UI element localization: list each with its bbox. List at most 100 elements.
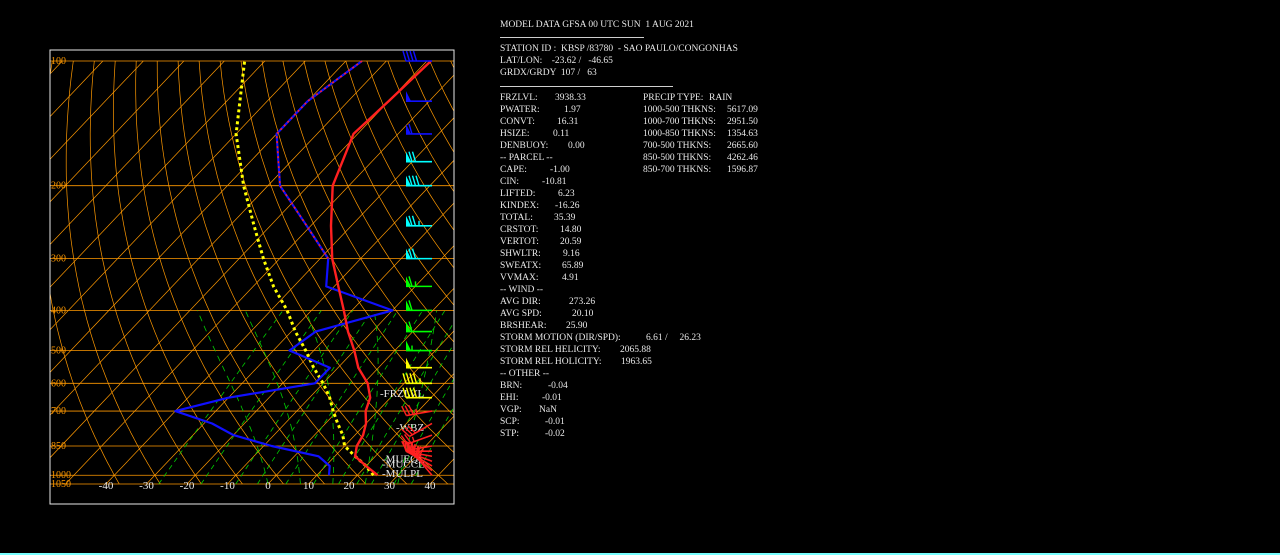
pressure-tick-label: 200 bbox=[51, 181, 66, 192]
index-row: PWATER:1.97 bbox=[500, 104, 900, 116]
isotherm-line bbox=[50, 60, 225, 246]
temperature-tick-label: 20 bbox=[344, 480, 356, 492]
wind-barb-flag bbox=[406, 300, 411, 311]
dry-adiabat bbox=[345, 60, 454, 269]
temperature-tick-label: 0 bbox=[265, 480, 271, 492]
temperature-tick-label: -10 bbox=[220, 480, 235, 492]
dry-adiabat bbox=[135, 60, 284, 485]
lat-lon: LAT/LON: -23.62 / -46.65 bbox=[500, 56, 613, 66]
wind-barb bbox=[402, 387, 432, 399]
thickness-value: 1596.87 bbox=[727, 165, 758, 175]
index-label: SWEATX: bbox=[500, 261, 542, 271]
isotherm-line bbox=[50, 60, 266, 288]
wind-barb-half bbox=[411, 436, 415, 442]
isotherm-line bbox=[0, 61, 22, 484]
mixing-ratio-line bbox=[285, 310, 399, 485]
index-label: EHI: bbox=[500, 393, 519, 403]
dry-adiabat bbox=[240, 60, 454, 453]
index-row: LIFTED:6.23 bbox=[500, 188, 900, 200]
model-title: MODEL DATA GFSA 00 UTC SUN 1 AUG 2021 bbox=[500, 20, 694, 30]
index-row: TOTAL:35.39 bbox=[500, 212, 900, 224]
wind-barb-feather bbox=[408, 276, 413, 287]
thickness-label: PRECIP TYPE: bbox=[643, 93, 704, 103]
index-label: STORM REL HOLICITY: bbox=[500, 357, 602, 367]
thickness-label: 1000-700 THKNS: bbox=[643, 117, 716, 127]
wind-barb bbox=[406, 248, 432, 260]
index-row: VGP:NaN bbox=[500, 404, 900, 416]
moist-adiabat bbox=[305, 310, 335, 485]
level-label: -MULPL bbox=[382, 468, 423, 480]
index-label: -- OTHER -- bbox=[500, 369, 550, 379]
thickness-row: 700-500 THKNS:2665.60 bbox=[643, 140, 1043, 152]
station-id: STATION ID : KBSP /83780 - SAO PAULO/CON… bbox=[500, 44, 738, 54]
grid-size: GRDX/GRDY 107 / 63 bbox=[500, 68, 597, 78]
wind-barb-flag bbox=[406, 248, 411, 259]
index-label: KINDEX: bbox=[500, 201, 540, 211]
wind-barb bbox=[406, 357, 432, 369]
index-value: 2065.88 bbox=[620, 345, 651, 355]
dry-adiabat bbox=[303, 60, 454, 343]
wind-barb-feather bbox=[401, 405, 408, 416]
index-row: KINDEX: -16.26 bbox=[500, 200, 900, 212]
wind-barb-feather bbox=[408, 175, 413, 186]
index-value: -16.26 bbox=[555, 201, 580, 211]
plot-area bbox=[0, 60, 454, 485]
isotherm-line bbox=[50, 60, 347, 373]
index-row: VERTOT:20.59 bbox=[500, 236, 900, 248]
index-value: -0.01 bbox=[542, 393, 562, 403]
mixing-ratio-line bbox=[356, 321, 454, 485]
index-row: STP:-0.02 bbox=[500, 428, 900, 440]
index-value: 1.97 bbox=[564, 105, 581, 115]
index-row: STORM REL HOLICITY: 1963.65 bbox=[500, 356, 900, 368]
pressure-tick-label: 1050 bbox=[51, 479, 71, 490]
index-label: VVMAX: bbox=[500, 273, 539, 283]
thickness-row: PRECIP TYPE:RAIN bbox=[643, 92, 1043, 104]
wind-barb-feather bbox=[409, 387, 414, 398]
dry-adiabat bbox=[89, 60, 202, 485]
index-label: CAPE: bbox=[500, 165, 527, 175]
mixing-ratio-line bbox=[158, 310, 284, 485]
pressure-tick-label: 1000 bbox=[51, 470, 71, 481]
wind-barb bbox=[406, 321, 432, 333]
wind-barb bbox=[406, 340, 432, 352]
mixing-ratio-line bbox=[313, 310, 424, 485]
index-row: -- PARCEL -- bbox=[500, 152, 900, 164]
index-value: 1963.65 bbox=[621, 357, 652, 367]
wind-barb-feather bbox=[412, 50, 418, 62]
wind-barb bbox=[406, 151, 432, 163]
index-value: -0.01 bbox=[545, 417, 565, 427]
dry-adiabat bbox=[50, 60, 120, 485]
wind-barb-feather bbox=[405, 50, 411, 62]
pressure-tick-label: 850 bbox=[51, 441, 66, 452]
wind-barb-feather bbox=[405, 387, 411, 398]
dry-adiabat bbox=[177, 60, 366, 485]
wind-barb-staff bbox=[407, 434, 433, 445]
index-value: 0.00 bbox=[568, 141, 585, 151]
wind-barb bbox=[400, 433, 433, 445]
thickness-value: 2951.50 bbox=[727, 117, 758, 127]
index-row: -- OTHER -- bbox=[500, 368, 900, 380]
index-label: VGP: bbox=[500, 405, 522, 415]
temperature-profile bbox=[329, 60, 432, 477]
plot-frame bbox=[49, 49, 455, 505]
index-label: -- PARCEL -- bbox=[500, 153, 553, 163]
wind-barb-staff bbox=[407, 451, 433, 462]
wind-barb-feather bbox=[400, 435, 409, 445]
index-label: BRSHEAR: bbox=[500, 321, 547, 331]
index-label: CRSTOT: bbox=[500, 225, 539, 235]
isotherm-line bbox=[50, 60, 306, 331]
wind-barb-feather bbox=[404, 427, 413, 436]
wind-barb-staff bbox=[406, 450, 433, 458]
isotherm-line bbox=[186, 202, 454, 485]
isotherm-line bbox=[50, 60, 387, 416]
index-value: 4.91 bbox=[562, 273, 579, 283]
divider bbox=[500, 37, 644, 38]
index-label: CONVT: bbox=[500, 117, 535, 127]
wind-barb-feather bbox=[404, 405, 411, 416]
wind-barb bbox=[406, 300, 432, 312]
index-row: SWEATX:65.89 bbox=[500, 260, 900, 272]
thickness-label: 700-500 THKNS: bbox=[643, 141, 712, 151]
index-row: AVG DIR:273.26 bbox=[500, 296, 900, 308]
wind-barb bbox=[406, 276, 432, 288]
